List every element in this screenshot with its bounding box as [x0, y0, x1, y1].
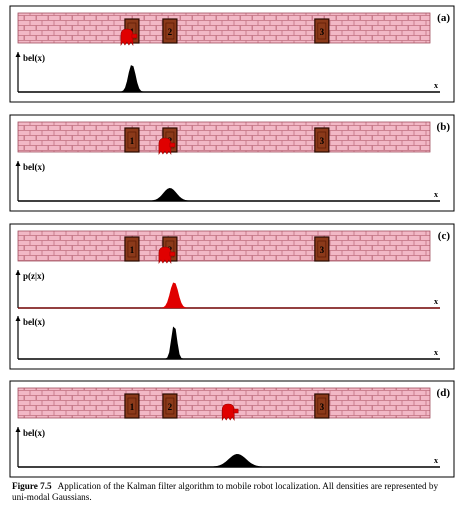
door-panel	[127, 240, 137, 258]
door-2: 2	[162, 18, 178, 44]
robot-icon	[158, 137, 176, 155]
door-number: 3	[320, 136, 325, 146]
door-1: 1	[124, 127, 140, 153]
door-panel	[165, 22, 175, 40]
door-panel	[317, 22, 327, 40]
door-panel	[317, 240, 327, 258]
door-panel	[127, 397, 137, 415]
panel-tag: (b)	[437, 121, 451, 133]
plot-top: x p(z|x)	[15, 270, 440, 309]
door-body	[314, 127, 330, 153]
gaussian-curve	[18, 65, 440, 93]
x-axis-label: x	[434, 456, 438, 465]
door-number: 2	[168, 27, 173, 37]
gaussian-curve	[18, 454, 440, 468]
robot-icon	[221, 403, 239, 421]
door-panel	[317, 397, 327, 415]
door-number: 3	[320, 402, 325, 412]
y-axis-arrow	[15, 316, 21, 321]
panel-tag: (c)	[438, 230, 451, 242]
door-number: 1	[130, 402, 135, 412]
door-1: 1	[124, 393, 140, 419]
plot-top: x bel(x)	[15, 161, 440, 202]
x-axis-label: x	[434, 297, 438, 306]
gaussian-curve	[18, 326, 440, 360]
door-panel	[127, 131, 137, 149]
density-label: p(z|x)	[23, 271, 44, 281]
density-label: bel(x)	[23, 53, 45, 63]
door-panel	[165, 397, 175, 415]
plot-top: x bel(x)	[15, 427, 440, 468]
door-3: 3	[314, 18, 330, 44]
door-body	[314, 18, 330, 44]
plot-bottom: x bel(x)	[15, 316, 440, 360]
door-3: 3	[314, 393, 330, 419]
plot-top: x bel(x)	[15, 52, 440, 93]
gaussian-curve	[18, 188, 440, 202]
x-axis-label: x	[434, 81, 438, 90]
gaussian-curve	[18, 282, 440, 309]
robot-sensor	[232, 408, 239, 414]
density-label: bel(x)	[23, 428, 45, 438]
robot-icon	[120, 28, 138, 46]
door-body	[314, 236, 330, 262]
door-3: 3	[314, 127, 330, 153]
kalman-figure: (a)123xbel(x)(b)123xbel(x)(c)123xp(z|x)x…	[9, 5, 455, 478]
panel-tag: (d)	[437, 387, 451, 399]
door-body	[124, 236, 140, 262]
door-number: 3	[320, 245, 325, 255]
door-3: 3	[314, 236, 330, 262]
door-number: 3	[320, 27, 325, 37]
robot-body	[158, 137, 172, 155]
robot-sensor	[169, 142, 176, 148]
door-panel	[317, 131, 327, 149]
robot-sensor	[131, 33, 138, 39]
panels-layer: (a)123xbel(x)(b)123xbel(x)(c)123xp(z|x)x…	[9, 5, 455, 478]
density-label: bel(x)	[23, 162, 45, 172]
door-body	[124, 127, 140, 153]
brick-wall	[17, 121, 431, 153]
door-body	[124, 393, 140, 419]
door-body	[314, 393, 330, 419]
caption-label: Figure 7.5	[12, 481, 52, 491]
y-axis-arrow	[15, 270, 21, 275]
robot-body	[158, 246, 172, 264]
robot-icon	[158, 246, 176, 264]
y-axis-arrow	[15, 52, 21, 57]
y-axis-arrow	[15, 161, 21, 166]
door-2: 2	[162, 393, 178, 419]
robot-body	[120, 28, 134, 46]
robot-body	[221, 403, 235, 421]
caption-text: Application of the Kalman filter algorit…	[12, 481, 439, 502]
brick-wall	[17, 12, 431, 44]
brick-wall	[17, 230, 431, 262]
door-number: 2	[168, 402, 173, 412]
panel-d: (d) 1 2 3 x bel(x)	[9, 380, 455, 478]
door-1: 1	[124, 236, 140, 262]
x-axis-label: x	[434, 348, 438, 357]
door-number: 1	[130, 136, 135, 146]
door-number: 1	[130, 245, 135, 255]
robot-sensor	[169, 251, 176, 257]
panel-tag: (a)	[437, 12, 450, 24]
door-body	[162, 393, 178, 419]
density-label: bel(x)	[23, 317, 45, 327]
x-axis-label: x	[434, 190, 438, 199]
door-body	[162, 18, 178, 44]
y-axis-arrow	[15, 427, 21, 432]
